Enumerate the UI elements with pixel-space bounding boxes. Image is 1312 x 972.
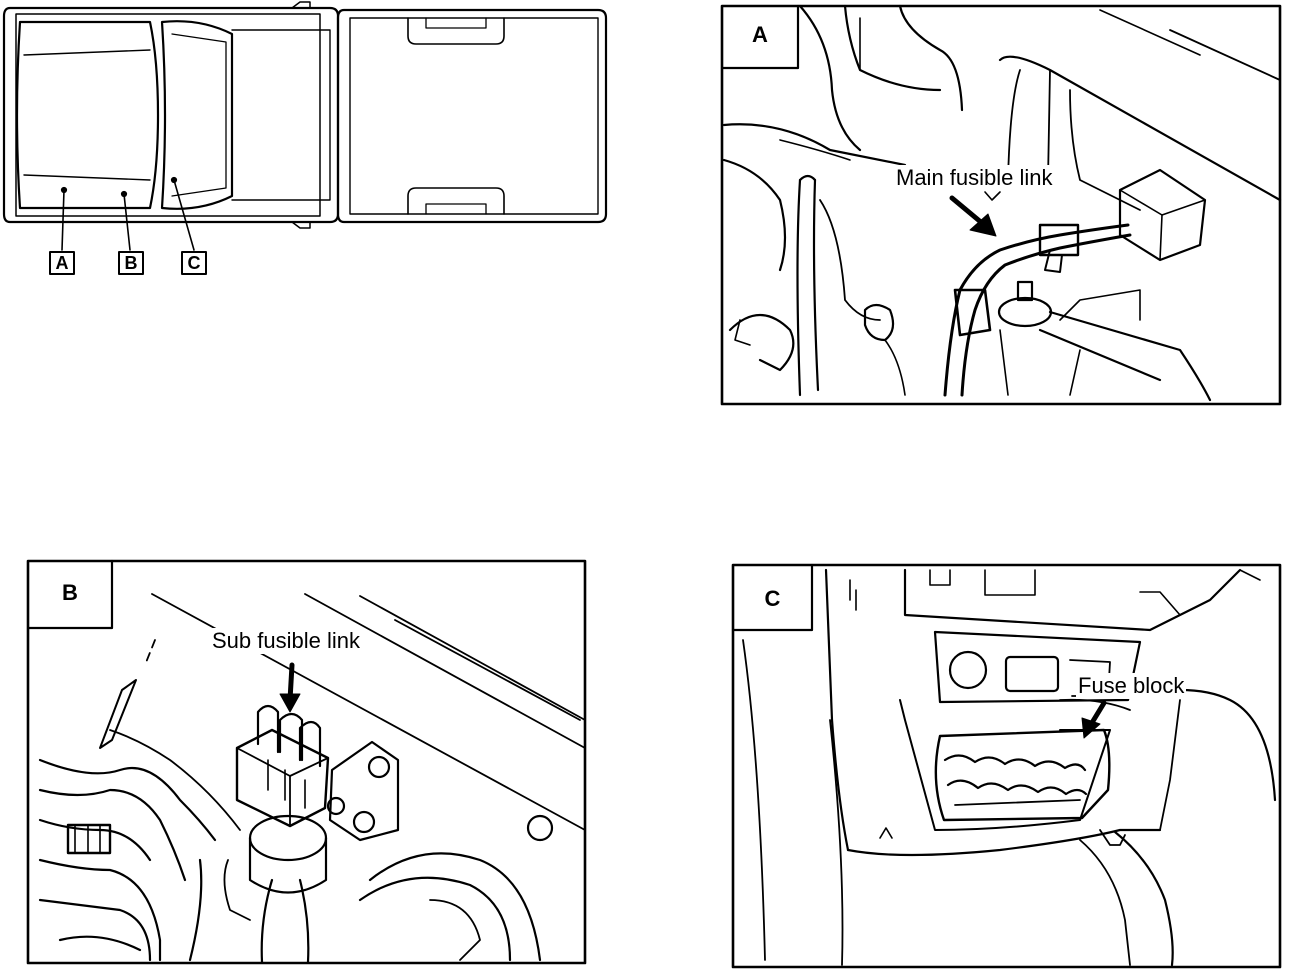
panel-a-tag: A (752, 22, 768, 47)
panel-c-tag: C (764, 586, 781, 611)
panel-a-callout: Main fusible link (894, 165, 1055, 191)
marker-c-label: C (187, 253, 201, 273)
panel-b-callout: Sub fusible link (210, 628, 362, 654)
marker-a (49, 251, 75, 275)
panel-b-tag: B (62, 580, 78, 605)
marker-c (181, 251, 207, 275)
panel-c (731, 563, 1282, 969)
panel-a (720, 4, 1282, 406)
marker-b-label: B (124, 253, 138, 273)
marker-b (118, 251, 144, 275)
panel-b (26, 559, 587, 965)
panel-c-callout: Fuse block (1076, 673, 1187, 699)
truck-top-view (2, 1, 608, 251)
marker-a-label: A (55, 253, 69, 273)
